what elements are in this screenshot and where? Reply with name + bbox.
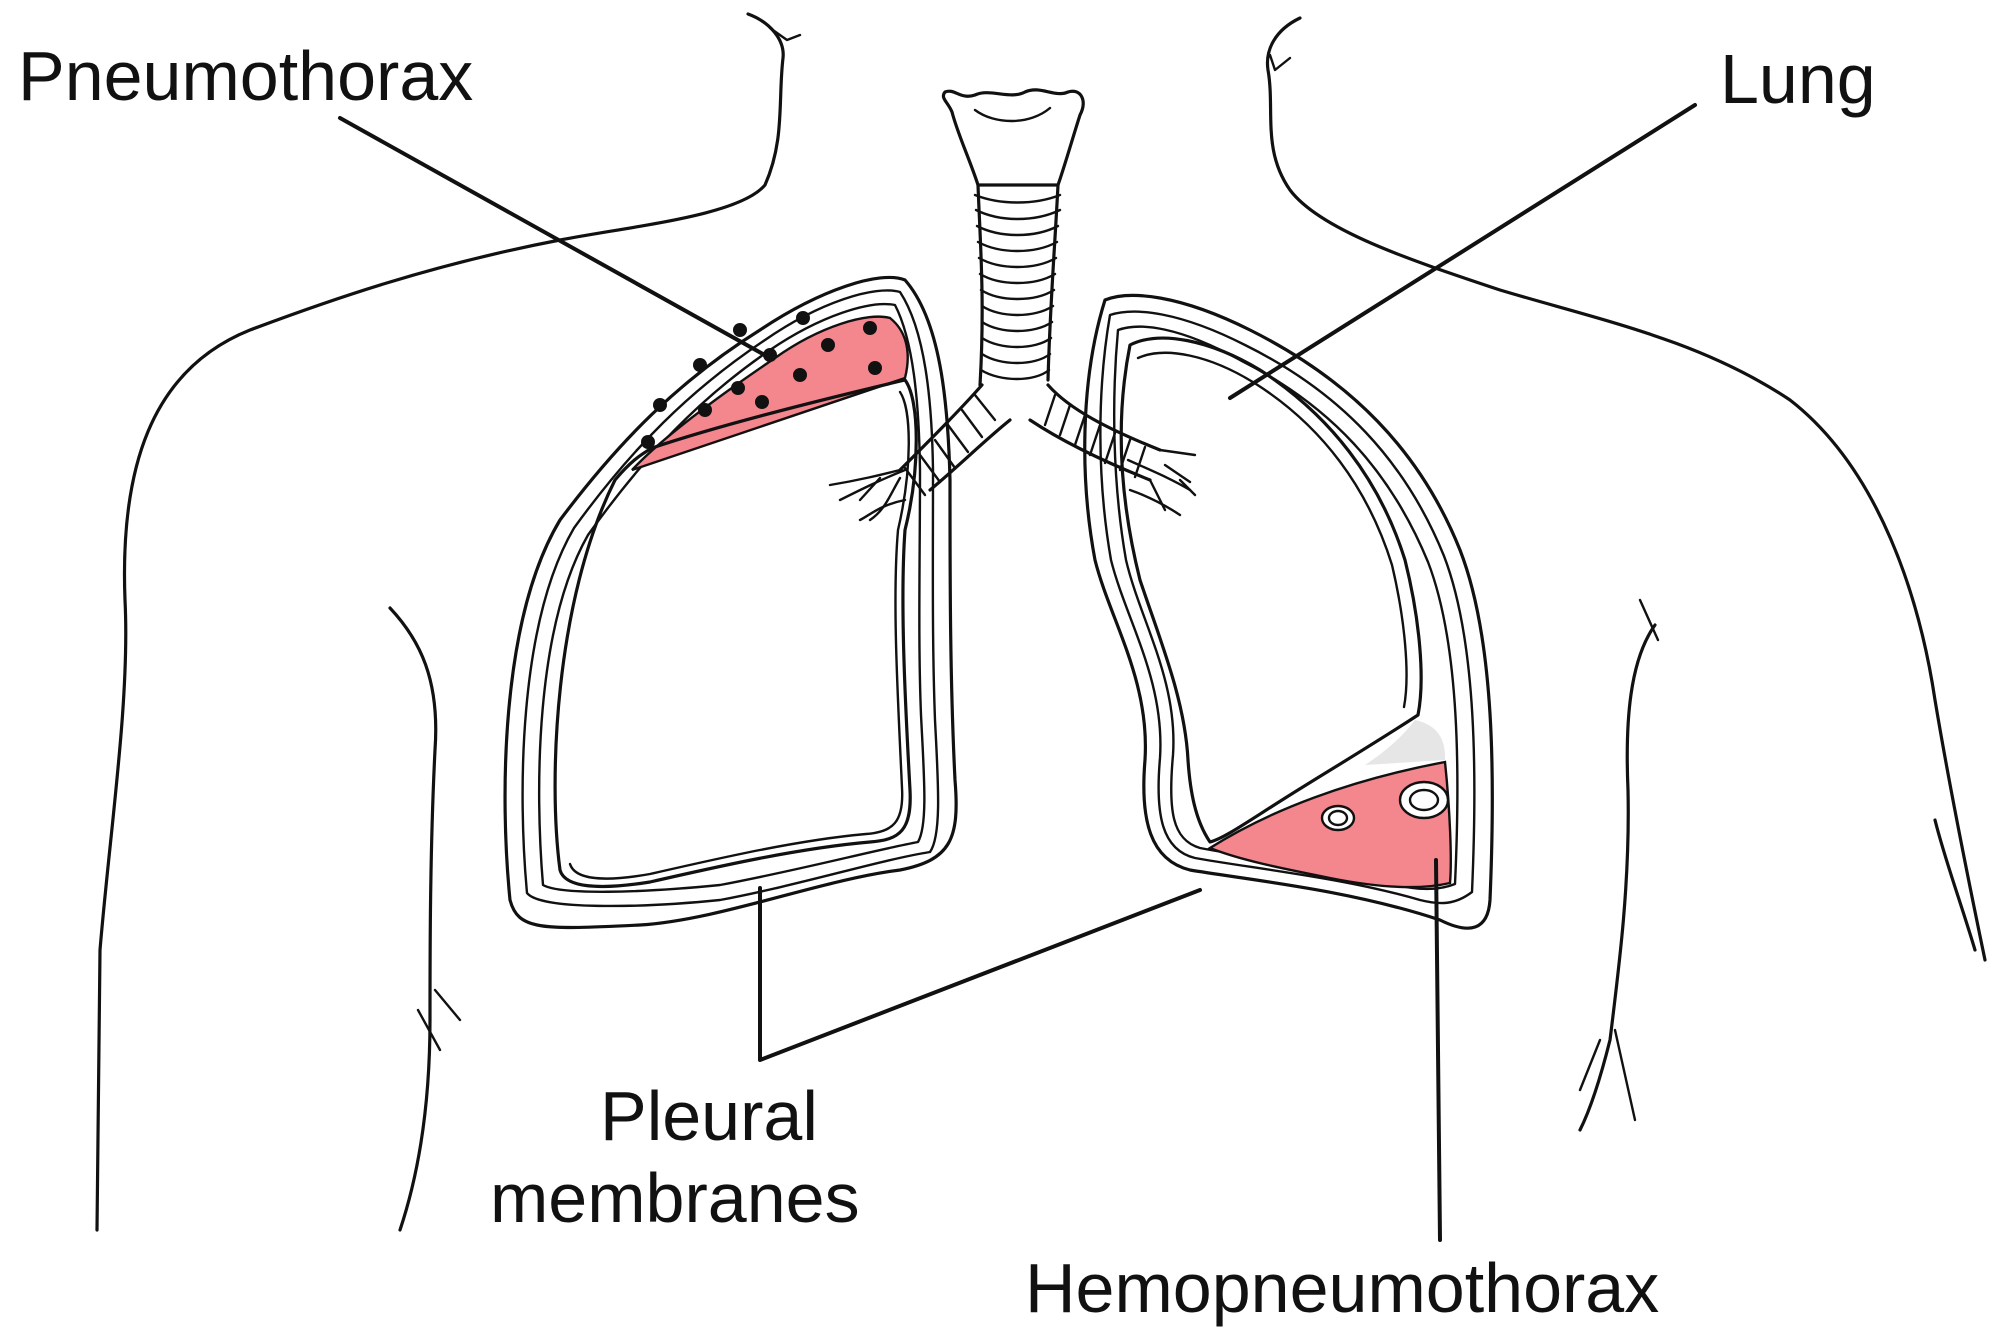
left-hilum bbox=[838, 468, 907, 522]
larynx-fold bbox=[973, 106, 1052, 123]
right-side-line bbox=[1933, 818, 1977, 952]
right-bronchus-rings bbox=[1043, 393, 1147, 479]
air-bubble-dots bbox=[641, 311, 882, 449]
left-pleura-inner bbox=[537, 302, 926, 893]
left-lung bbox=[503, 275, 958, 930]
lung-leader bbox=[1228, 103, 1697, 400]
neck-left-hook bbox=[768, 26, 802, 42]
leader-lines bbox=[338, 103, 1697, 1242]
label-pneumothorax: Pneumothorax bbox=[18, 37, 473, 115]
left-bronchus-rings bbox=[903, 393, 997, 497]
larynx bbox=[941, 88, 1085, 187]
right-lung-collapsed bbox=[1119, 336, 1423, 844]
right-arm-line bbox=[1578, 623, 1657, 1132]
blood-bubbles bbox=[1320, 780, 1450, 832]
label-lung: Lung bbox=[1720, 40, 1876, 118]
label-pleural: Pleural bbox=[600, 1077, 818, 1155]
labels: Pneumothorax Lung Pleural membranes Hemo… bbox=[18, 37, 1876, 1327]
pneumothorax-leader bbox=[338, 116, 772, 360]
label-hemopneumothorax: Hemopneumothorax bbox=[1025, 1249, 1659, 1327]
hemopneumothorax-leader bbox=[1434, 858, 1442, 1242]
pleural-membranes-leader bbox=[758, 886, 1202, 1062]
trachea-rings bbox=[973, 193, 1062, 381]
left-arm-crease bbox=[416, 988, 462, 1052]
label-membranes: membranes bbox=[490, 1159, 860, 1237]
trachea bbox=[828, 88, 1197, 522]
right-pleura-outer bbox=[1083, 293, 1494, 930]
left-lung-collapsed-inner bbox=[568, 390, 910, 880]
right-arm-crease bbox=[1578, 598, 1660, 1122]
left-pleura-middle bbox=[521, 289, 940, 908]
right-bronchus bbox=[1028, 383, 1162, 482]
right-pleura-middle bbox=[1099, 310, 1476, 905]
right-lung-collapsed-inner bbox=[1136, 351, 1408, 709]
left-lung-collapsed bbox=[553, 378, 918, 889]
neck-left bbox=[95, 12, 785, 1232]
right-lung bbox=[1083, 293, 1494, 930]
right-gas-cap bbox=[1365, 720, 1446, 765]
neck-right bbox=[1265, 16, 1987, 962]
right-hilum bbox=[1126, 458, 1192, 517]
neck-right-hook bbox=[1268, 53, 1292, 72]
right-bronchus-branches bbox=[1148, 448, 1197, 512]
torso-outline bbox=[95, 12, 1987, 1232]
left-arm-line bbox=[388, 606, 438, 1232]
